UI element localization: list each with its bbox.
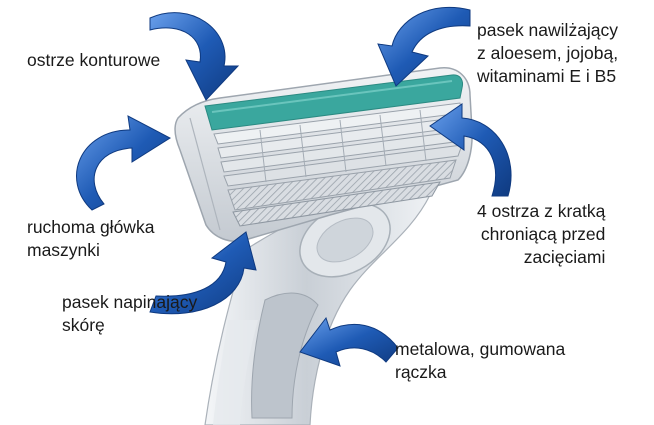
label-line: rączka [395,362,447,382]
label-line: ruchoma główka [27,217,155,237]
blades [213,102,464,187]
label-pivoting-head: ruchoma główka maszynki [27,216,154,262]
label-line: maszynki [27,240,100,260]
arrow-contour-blade [149,12,240,101]
handle-neck-oval [299,202,391,278]
label-line: z aloesem, jojobą, [477,43,619,63]
label-line: chroniącą przed [480,224,606,244]
label-line: metalowa, gumowana [395,339,566,359]
label-handle: metalowa, gumowana rączka [395,338,565,384]
blade-guard-grid [227,159,457,211]
lubricating-strip [204,74,463,131]
label-line: witaminami E i B5 [477,66,617,86]
label-skin-tensioning-strip: pasek napinający skórę [62,291,197,337]
label-contour-blade: ostrze konturowe [27,49,160,72]
label-line: ostrze konturowe [27,50,161,70]
label-line: zacięciami [523,247,606,267]
label-blades-with-guard: 4 ostrza z kratką chroniącą przed zacięc… [477,200,605,269]
arrow-moisturizing-strip [377,6,471,87]
label-line: pasek napinający [62,292,198,312]
arrow-pivoting-head [76,115,172,211]
skin-tensioning-strip [232,181,441,227]
arrow-blades [429,103,512,197]
label-line: pasek nawilżający [477,20,619,40]
arrow-handle [299,316,399,367]
label-line: 4 ostrza z kratką [477,201,606,221]
arrow-skin-tensioning-strip [149,231,257,315]
label-line: skórę [62,315,105,335]
label-moisturizing-strip: pasek nawilżający z aloesem, jojobą, wit… [477,19,618,88]
handle-rubber-grip [251,292,319,419]
